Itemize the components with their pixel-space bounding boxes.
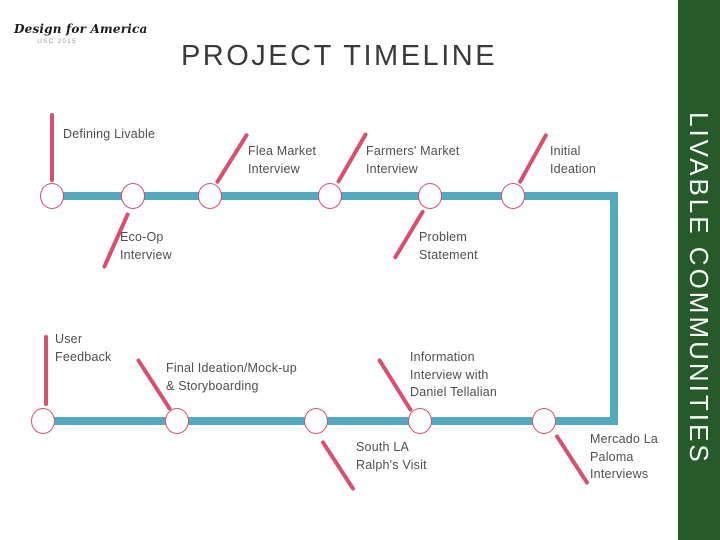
tick-farmers-market: [335, 131, 368, 185]
logo: Design for America USC 2015: [14, 22, 148, 45]
timeline-node: [304, 408, 328, 434]
timeline-node: [501, 183, 525, 209]
event-label-information-interview: Information Interview with Daniel Tellal…: [410, 350, 498, 399]
event-label-defining-livable: Defining Livable: [63, 127, 156, 141]
tick-initial-ideation: [517, 132, 549, 184]
event-label-farmers-market: Farmers' Market Interview: [366, 144, 460, 176]
timeline-segment-right: [610, 192, 618, 425]
logo-subtitle: USC 2015: [37, 38, 77, 45]
event-label-initial-ideation: Initial Ideation: [550, 144, 597, 176]
timeline-node: [532, 408, 556, 434]
timeline-segment-bottom: [43, 417, 618, 425]
sidebar-label: LIVABLE COMMUNITIES: [684, 112, 714, 465]
tick-information-interview: [376, 357, 413, 412]
event-label-eco-op: Eco-Op Interview: [120, 230, 172, 262]
timeline-node: [121, 183, 145, 209]
event-label-user-feedback: User Feedback: [55, 332, 112, 364]
event-label-final-ideation: Final Ideation/Mock-up & Storyboarding: [166, 361, 297, 393]
timeline-node: [198, 183, 222, 209]
event-label-mercado: Mercado La Paloma Interviews: [590, 432, 659, 481]
page-title: PROJECT TIMELINE: [180, 40, 498, 72]
tick-user-feedback: [44, 335, 48, 406]
timeline-node: [40, 183, 64, 209]
timeline-node: [318, 183, 342, 209]
tick-south-la: [320, 439, 356, 491]
sidebar: LIVABLE COMMUNITIES: [678, 0, 720, 540]
tick-mercado: [554, 433, 590, 485]
tick-flea-market: [214, 131, 249, 185]
event-label-problem-statement: Problem Statement: [419, 230, 478, 262]
timeline-node: [31, 408, 55, 434]
event-label-south-la: South LA Ralph's Visit: [356, 440, 427, 472]
event-label-flea-market: Flea Market Interview: [248, 144, 317, 176]
timeline-node: [165, 408, 189, 434]
logo-brand: Design for America: [14, 22, 148, 36]
timeline-node: [418, 183, 442, 209]
timeline-node: [408, 408, 432, 434]
tick-defining-livable: [50, 113, 54, 182]
